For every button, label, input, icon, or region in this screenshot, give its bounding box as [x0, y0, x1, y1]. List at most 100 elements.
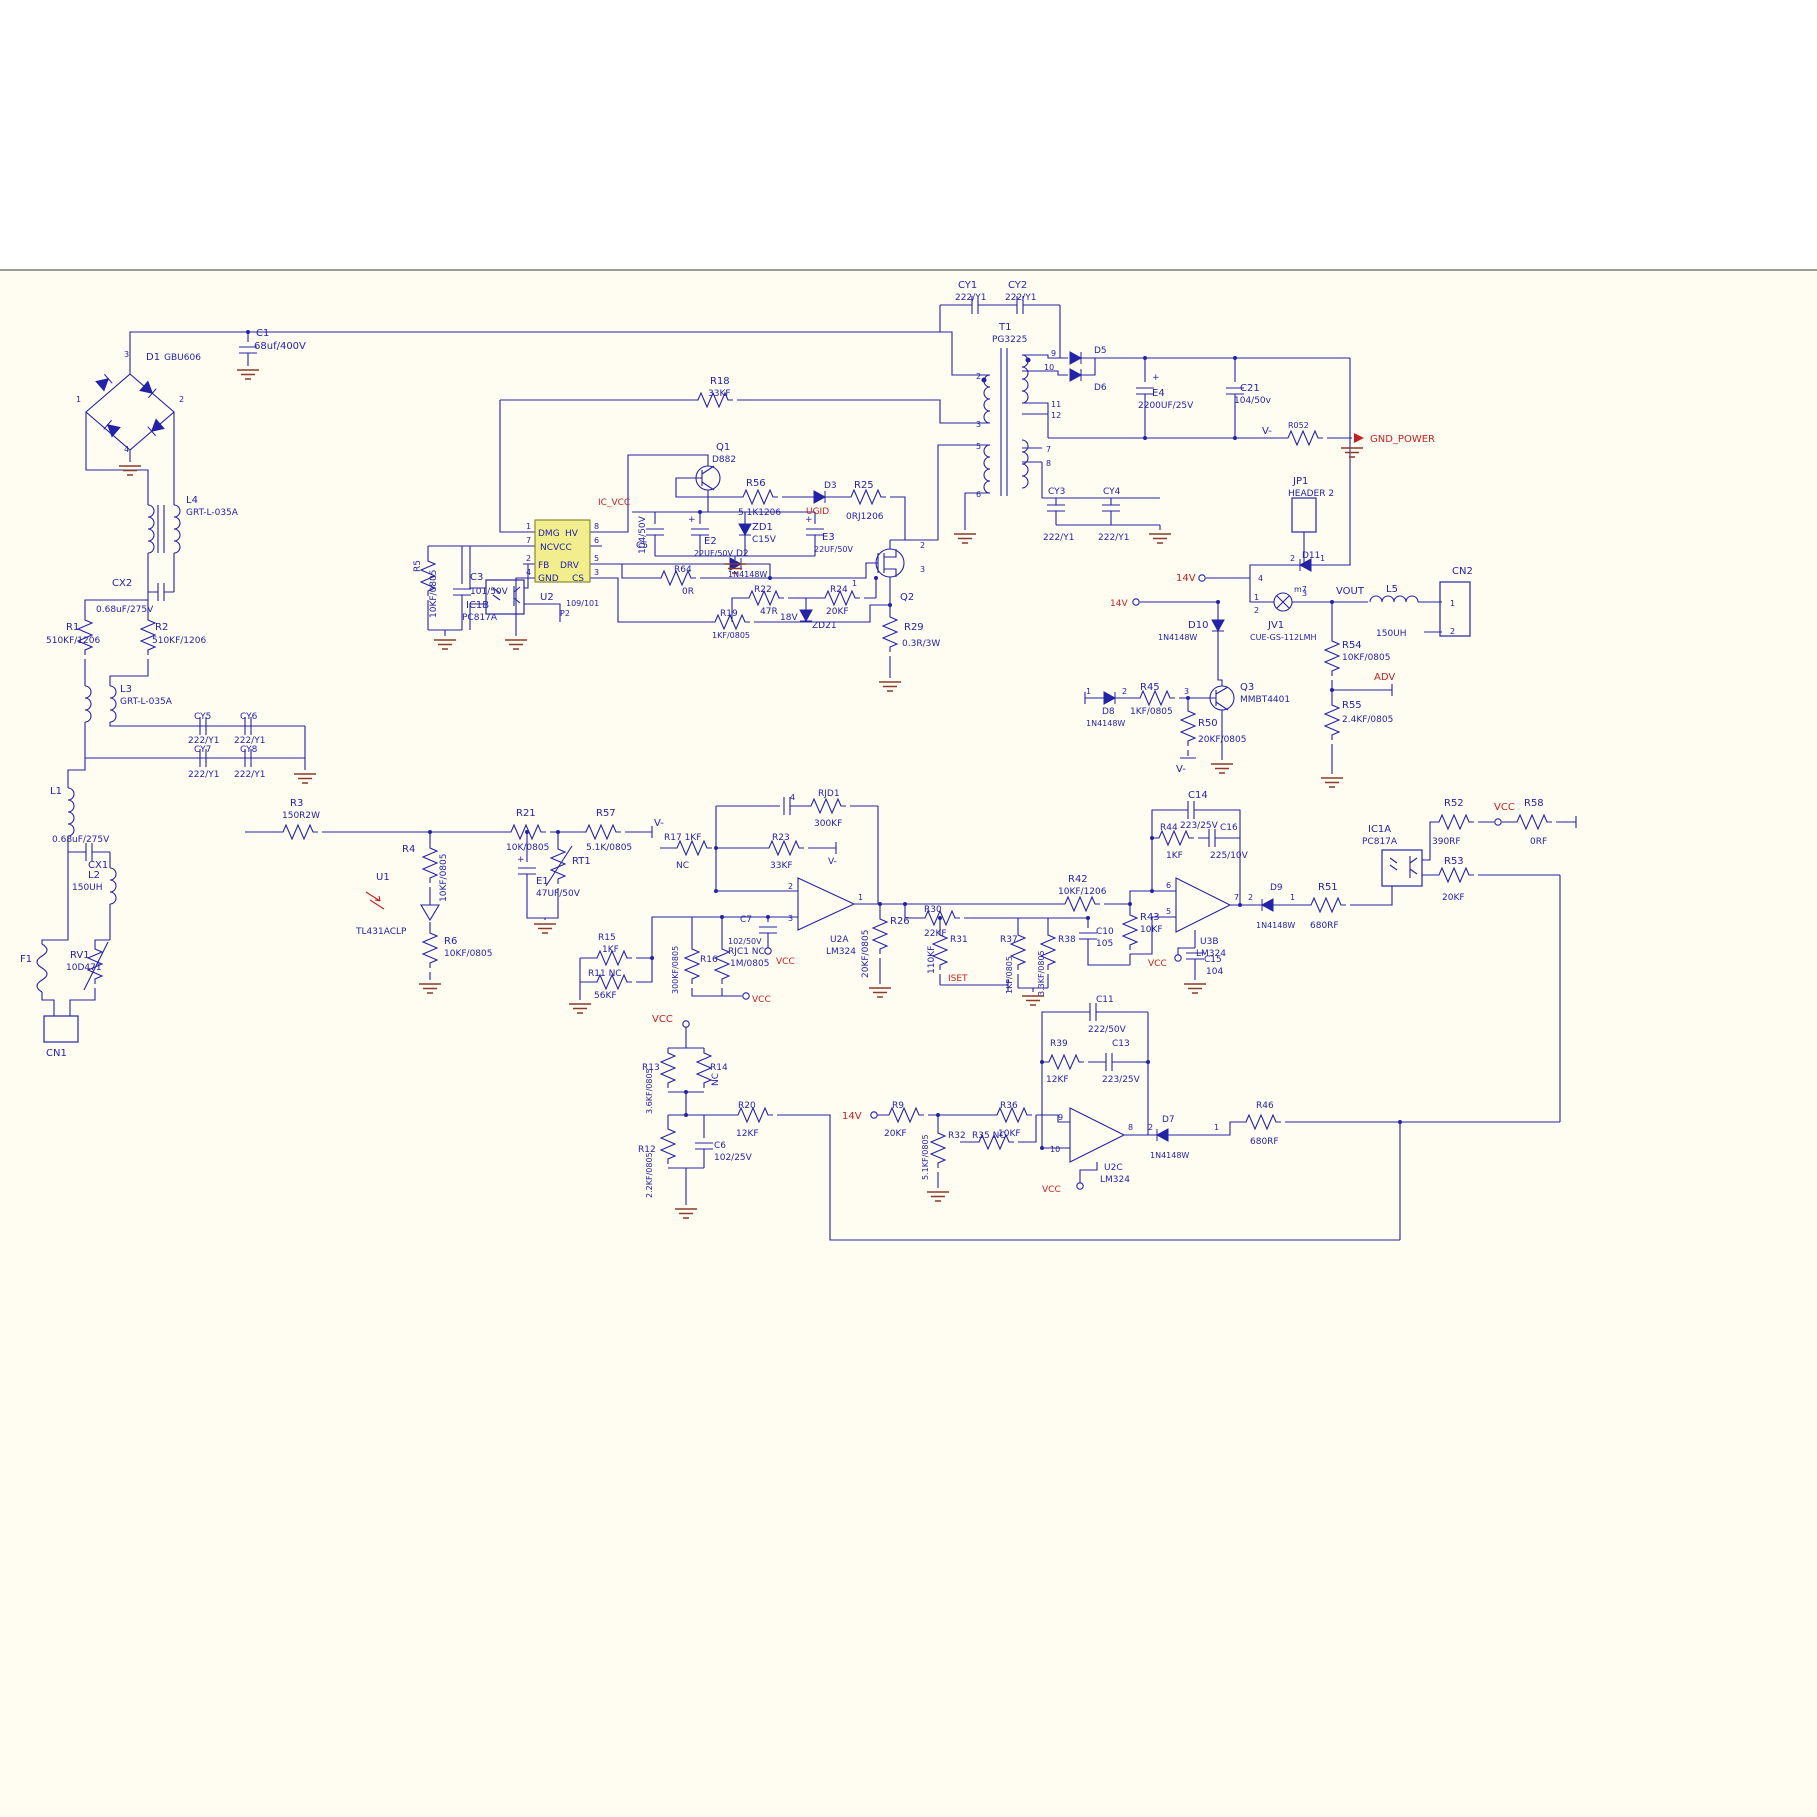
label-4: 4	[1258, 574, 1263, 583]
label-14v: 14V	[1176, 573, 1196, 584]
label-1m-0805: 1M/0805	[730, 959, 769, 969]
label-11: 11	[1051, 400, 1061, 409]
label-d7: D7	[1162, 1115, 1175, 1125]
label-222-y1: 222/Y1	[188, 770, 219, 780]
label-510kf-1206: 510KF/1206	[46, 636, 100, 646]
label-680rf: 680RF	[1250, 1137, 1279, 1147]
label-r56: R56	[746, 478, 766, 489]
label-pc817a: PC817A	[462, 613, 498, 623]
label-cy6: CY6	[240, 712, 258, 722]
label-150r2w: 150R2W	[282, 811, 320, 821]
junction-dots	[246, 330, 1402, 1150]
label-q1: Q1	[716, 442, 730, 453]
label-iset: ISET	[948, 974, 968, 984]
label-1n4148w: 1N4148W	[1256, 921, 1295, 930]
label-r6: R6	[444, 936, 457, 947]
label-1kf: 1KF	[1166, 851, 1183, 861]
label-c1: C1	[256, 328, 269, 339]
label-u2a: U2A	[830, 935, 849, 945]
label-390rf: 390RF	[1432, 837, 1461, 847]
label-r52: R52	[1444, 798, 1464, 809]
label-1: 1	[858, 893, 863, 902]
label-2: 2	[1122, 687, 1127, 696]
label-5-1k1206: 5.1K1206	[738, 508, 781, 518]
label-nc: NC	[711, 1073, 721, 1086]
wires-feedback	[245, 826, 653, 980]
label-cx1: CX1	[88, 860, 108, 871]
label-1kf: 1KF	[602, 945, 619, 955]
label-t1: T1	[998, 322, 1011, 333]
label-ugid: UGID	[806, 507, 829, 517]
label-8: 8	[594, 522, 599, 531]
label-1: 1	[1290, 893, 1295, 902]
label-cy4: CY4	[1103, 487, 1121, 497]
label-d5: D5	[1094, 346, 1107, 356]
label-r54: R54	[1342, 640, 1362, 651]
label-vout: VOUT	[1336, 586, 1365, 597]
label-104-50v: 104/50V	[638, 515, 648, 554]
label-ic-vcc: IC_VCC	[598, 498, 630, 508]
label-222-y1: 222/Y1	[1043, 533, 1074, 543]
label-222-y1: 222/Y1	[955, 293, 986, 303]
label-2: 2	[1450, 627, 1455, 636]
label-10kf-1206: 10KF/1206	[1058, 887, 1107, 897]
label-r58: R58	[1524, 798, 1544, 809]
label-cy8: CY8	[240, 745, 258, 755]
label-r46: R46	[1256, 1101, 1274, 1111]
label-r052: R052	[1288, 421, 1309, 430]
label-zd21: ZD21	[812, 621, 837, 631]
label-6: 6	[976, 490, 981, 499]
label-r25: R25	[854, 480, 874, 491]
label-2: 2	[976, 372, 981, 381]
label-r11-nc: R11 NC	[588, 969, 622, 979]
label-2: 2	[788, 882, 793, 891]
label-68uf-400v: 68uf/400V	[254, 341, 306, 352]
label-101-50v: 101/50V	[470, 587, 509, 597]
label-l3: L3	[120, 684, 132, 695]
label-104-50v: 104/50v	[1234, 396, 1272, 406]
label-c5: C5	[636, 541, 648, 551]
label-1n4148w: 1N4148W	[1158, 633, 1197, 642]
connector-symbols	[43, 497, 1471, 1043]
label-lm324: LM324	[1196, 949, 1226, 959]
label-cs: CS	[572, 574, 584, 584]
label-ic1b: IC1B	[466, 600, 489, 611]
label-1: 1	[76, 395, 81, 404]
label-l1: L1	[50, 786, 62, 797]
label-cn2: CN2	[1452, 566, 1473, 577]
label-510kf-1206: 510KF/1206	[152, 636, 206, 646]
label-c21: C21	[1240, 383, 1260, 394]
label-10: 10	[1050, 1145, 1060, 1154]
label-vcc: VCC	[1042, 1185, 1061, 1195]
label-r35-nc: R35 NC	[972, 1131, 1006, 1141]
label-r39: R39	[1050, 1039, 1068, 1049]
label-22uf-50v: 22UF/50V	[814, 545, 854, 554]
label-l5: L5	[1386, 584, 1398, 595]
label-jv1: JV1	[1267, 620, 1284, 631]
label-: +	[688, 515, 696, 525]
label-r3: R3	[290, 798, 303, 809]
connector-cn1	[43, 1015, 79, 1043]
label-20kf-0805: 20KF/0805	[1198, 735, 1246, 745]
label-cx2: CX2	[112, 578, 132, 589]
label-222-y1: 222/Y1	[188, 736, 219, 746]
label-l4: L4	[186, 495, 198, 506]
label-222-y1: 222/Y1	[234, 770, 265, 780]
label-1n4148w: 1N4148W	[728, 570, 767, 579]
label-r14: R14	[710, 1063, 728, 1073]
label-pc817a: PC817A	[1362, 837, 1398, 847]
label-56kf: 56KF	[594, 991, 617, 1001]
wires-transformer-secondary	[499, 304, 1442, 774]
label-c13: C13	[1112, 1039, 1130, 1049]
label-223-25v: 223/25V	[1102, 1075, 1141, 1085]
label-cy2: CY2	[1008, 280, 1027, 291]
label-2: 2	[1248, 893, 1253, 902]
label-rv1: RV1	[70, 950, 90, 961]
label-r5: R5	[413, 560, 423, 572]
label-10kf-0805: 10KF/0805	[429, 570, 439, 618]
label-d8: D8	[1102, 707, 1115, 717]
label-r1: R1	[66, 622, 79, 633]
label-vcc: VCC	[776, 957, 795, 967]
label-r50: R50	[1198, 718, 1218, 729]
